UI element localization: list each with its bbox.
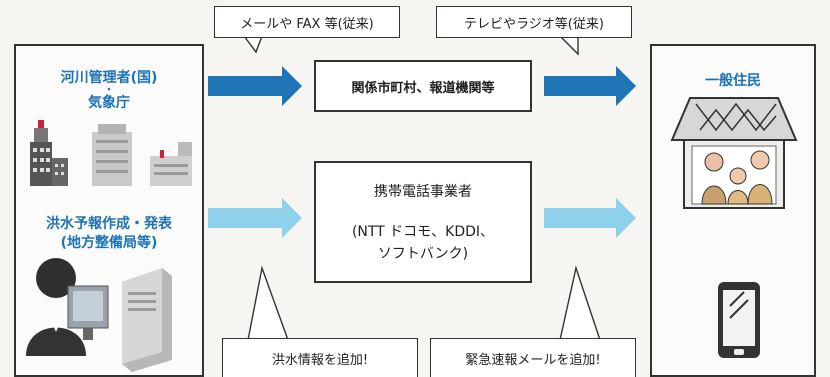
forecast-label: 洪水予報作成・発表 (地方整備局等) <box>14 215 204 253</box>
server-icon <box>122 268 172 372</box>
municipalities-label: 関係市町村、報道機関等 <box>351 80 495 96</box>
callout-tv-radio: テレビやラジオ等(従来) <box>436 6 632 38</box>
phone-icon <box>718 282 760 358</box>
carriers-title: 携帯電話事業者 <box>374 184 472 200</box>
agency-label-line1: 河川管理者(国) <box>60 70 158 86</box>
callout-tail-top-right <box>559 35 579 56</box>
left-panel-source <box>14 44 204 377</box>
carriers-line2: (NTT ドコモ、KDDI、 <box>351 224 495 240</box>
carriers-box: 携帯電話事業者 (NTT ドコモ、KDDI、 ソフトバンク) <box>314 161 532 283</box>
arrow-right-top <box>544 66 636 106</box>
forecast-label-line1: 洪水予報作成・発表 <box>46 216 172 232</box>
agency-label: 河川管理者(国) ・ 気象庁 <box>14 70 204 112</box>
person-icon <box>26 258 109 356</box>
buildings-icon <box>30 120 192 186</box>
house-icon <box>670 97 798 209</box>
arrow-right-bottom <box>544 198 636 238</box>
callout-tail-bottom-right <box>559 265 601 341</box>
municipalities-box: 関係市町村、報道機関等 <box>314 60 532 112</box>
callout-tail-top-left <box>243 35 263 54</box>
forecast-label-line2: (地方整備局等) <box>60 235 158 251</box>
callout-emergency-mail: 緊急速報メールを追加! <box>430 338 636 377</box>
callout-tail-bottom-left <box>247 265 289 341</box>
callout-mail-fax: メールや FAX 等(従来) <box>214 6 400 38</box>
residents-label: 一般住民 <box>705 73 761 89</box>
arrow-left-bottom <box>208 198 302 238</box>
arrow-left-top <box>208 66 302 106</box>
agency-label-line2: 気象庁 <box>88 95 130 111</box>
carriers-line3: ソフトバンク) <box>377 246 469 262</box>
callout-flood-info: 洪水情報を追加! <box>222 338 418 377</box>
agency-label-dot: ・ <box>104 85 114 96</box>
